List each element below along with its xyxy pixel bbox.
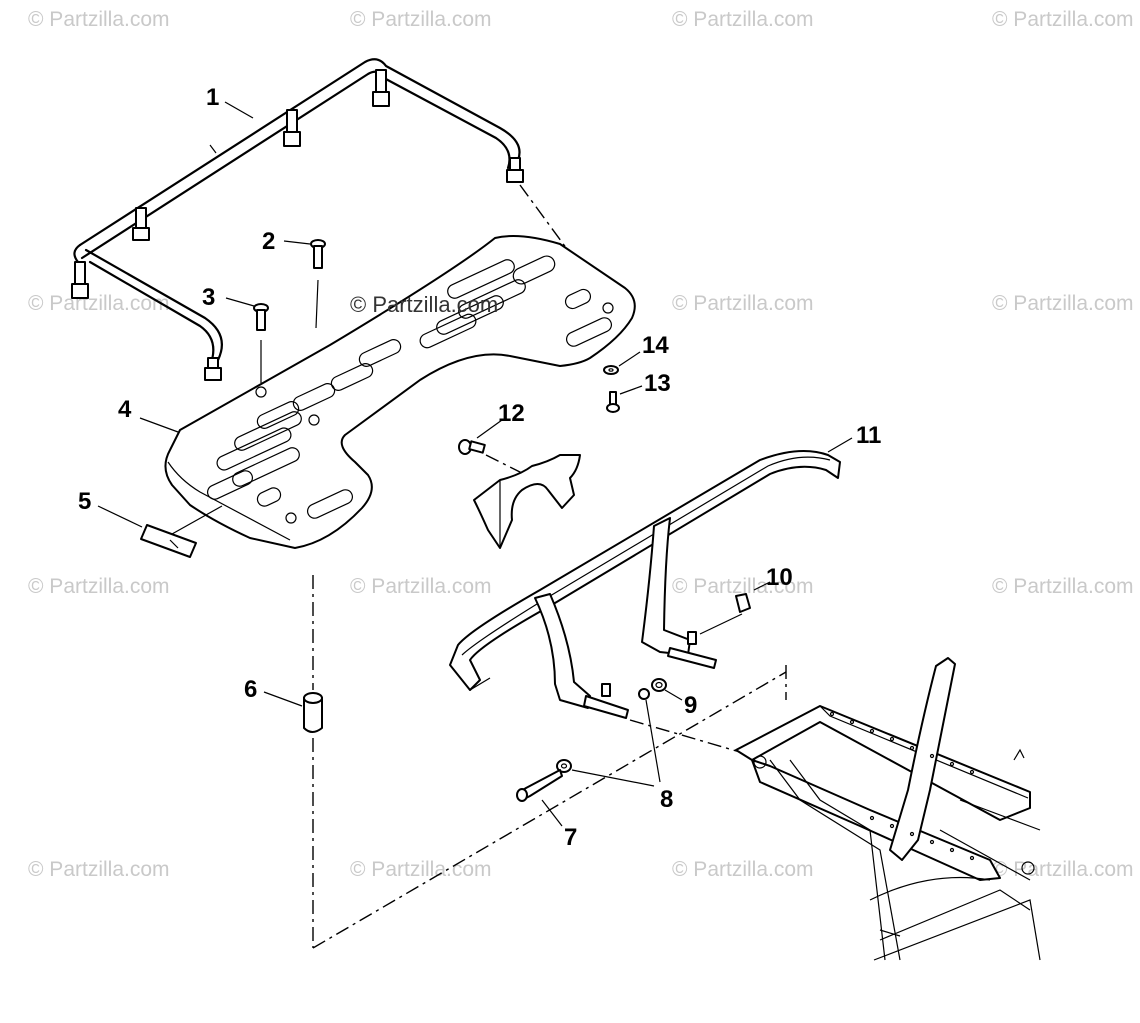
leader-line — [827, 437, 853, 453]
leader-line — [541, 799, 563, 827]
part-14-washer — [603, 365, 619, 375]
center-line — [629, 719, 741, 753]
center-line — [519, 184, 609, 306]
part-12-bolt — [458, 439, 486, 455]
watermark: © Partzilla.com — [28, 575, 170, 598]
leader-line — [618, 351, 641, 367]
watermark: © Partzilla.com — [992, 858, 1134, 881]
callout-12: 12 — [498, 400, 525, 427]
leader-line — [224, 101, 254, 119]
part-4-rack-plate — [164, 235, 636, 549]
leader-line — [225, 297, 255, 307]
part-11-rear-bumper — [449, 450, 841, 719]
watermark: © Partzilla.com — [672, 858, 814, 881]
watermark: © Partzilla.com — [350, 575, 492, 598]
watermark: © Partzilla.com — [672, 575, 814, 598]
callout-2: 2 — [262, 228, 276, 255]
part-7-long-bolt — [516, 769, 563, 802]
leader-line — [139, 417, 179, 433]
watermark: © Partzilla.com — [28, 8, 170, 31]
callout-11: 11 — [856, 422, 882, 449]
leader-line — [263, 691, 303, 707]
callout-14: 14 — [642, 332, 669, 359]
watermark: © Partzilla.com — [992, 8, 1134, 31]
watermark: © Partzilla.com — [992, 292, 1134, 315]
watermark: © Partzilla.com — [28, 858, 170, 881]
callout-4: 4 — [118, 396, 132, 423]
leader-line — [664, 689, 683, 701]
part-13-bolt — [606, 391, 620, 413]
part-1-rack-rail — [71, 58, 524, 381]
vehicle-frame — [735, 657, 1041, 961]
part-3-bolt — [253, 303, 269, 331]
leader-line — [315, 279, 319, 329]
center-watermark: © Partzilla.com — [350, 292, 499, 317]
leader-line — [171, 505, 223, 535]
part-8-washer — [556, 688, 650, 773]
leader-line — [753, 581, 771, 591]
callout-10: 10 — [766, 564, 793, 591]
callout-5: 5 — [78, 488, 92, 515]
leader-line — [699, 613, 743, 635]
part-5-decal — [140, 524, 197, 558]
callout-8: 8 — [660, 786, 674, 813]
mounting-bracket — [473, 454, 581, 549]
part-9-nut — [651, 678, 667, 692]
callout-6: 6 — [244, 676, 258, 703]
watermark: © Partzilla.com — [350, 8, 492, 31]
callout-3: 3 — [202, 284, 216, 311]
watermark: © Partzilla.com — [28, 292, 170, 315]
callout-9: 9 — [684, 692, 698, 719]
watermark: © Partzilla.com — [992, 575, 1134, 598]
leader-line — [476, 419, 503, 439]
watermark: © Partzilla.com — [672, 292, 814, 315]
leader-line — [645, 699, 661, 783]
callout-13: 13 — [644, 370, 671, 397]
callout-7: 7 — [564, 824, 578, 851]
part-10-clip-nut — [735, 593, 751, 613]
leader-line — [571, 769, 655, 787]
leader-line — [283, 240, 311, 245]
leader-line — [619, 385, 643, 395]
leader-line — [97, 505, 143, 528]
watermark: © Partzilla.com — [672, 8, 814, 31]
part-2-bolt — [310, 239, 326, 269]
callout-1: 1 — [206, 84, 220, 111]
part-6-spacer — [303, 692, 323, 733]
